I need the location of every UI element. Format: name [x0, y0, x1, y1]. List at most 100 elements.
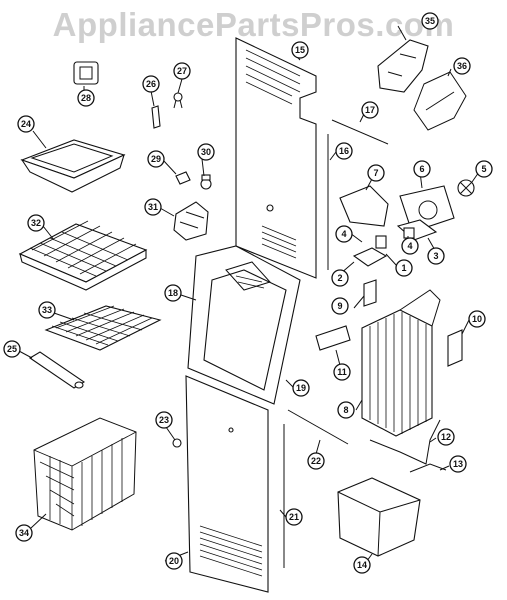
svg-text:3: 3 — [433, 251, 438, 261]
svg-text:11: 11 — [337, 367, 347, 377]
callout-3: 3 — [427, 247, 445, 265]
callout-6: 6 — [413, 160, 431, 178]
part-11-heater — [315, 325, 351, 351]
callout-4b: 4 — [401, 237, 419, 255]
svg-text:32: 32 — [31, 218, 41, 228]
callout-14: 14 — [353, 556, 371, 574]
callout-33: 33 — [38, 301, 56, 319]
part-28-clip — [73, 61, 99, 85]
callout-15: 15 — [291, 41, 309, 59]
svg-text:4: 4 — [341, 229, 346, 239]
callout-12: 12 — [437, 428, 455, 446]
callout-5: 5 — [475, 160, 493, 178]
callout-19: 19 — [292, 379, 310, 397]
part-22-strip — [287, 409, 349, 445]
part-10-bracket — [447, 329, 463, 367]
part-33-wire-shelf — [44, 305, 162, 351]
svg-text:10: 10 — [472, 314, 482, 324]
callout-27: 27 — [173, 62, 191, 80]
svg-text:12: 12 — [441, 432, 451, 442]
part-7-cover — [339, 185, 389, 227]
svg-text:30: 30 — [201, 147, 211, 157]
watermark-text: AppliancePartsPros.com — [52, 6, 455, 43]
part-34-ice-basket — [33, 417, 137, 531]
svg-text:15: 15 — [295, 45, 305, 55]
callout-31: 31 — [144, 198, 162, 216]
callout-1: 1 — [395, 259, 413, 277]
part-27-pin — [173, 92, 183, 109]
callout-16: 16 — [335, 142, 353, 160]
callout-23: 23 — [155, 411, 173, 429]
svg-text:20: 20 — [169, 556, 179, 566]
svg-text:29: 29 — [151, 154, 161, 164]
svg-text:2: 2 — [337, 273, 342, 283]
callout-35: 35 — [421, 12, 439, 30]
part-18-ice-chute-housing — [187, 245, 301, 405]
part-1-clip — [375, 235, 387, 249]
svg-text:7: 7 — [373, 168, 378, 178]
svg-text:17: 17 — [365, 105, 375, 115]
callout-2: 2 — [331, 269, 349, 287]
svg-text:34: 34 — [19, 528, 29, 538]
part-30-bulb — [200, 174, 212, 190]
svg-text:13: 13 — [453, 459, 463, 469]
svg-text:25: 25 — [7, 344, 17, 354]
part-6-fan-shroud — [399, 185, 455, 233]
callout-36: 36 — [453, 57, 471, 75]
svg-text:22: 22 — [311, 456, 321, 466]
part-8-evaporator — [361, 289, 441, 437]
part-31-light-housing — [173, 201, 209, 241]
part-9-bracket — [363, 279, 377, 307]
svg-text:33: 33 — [42, 305, 52, 315]
callout-22: 22 — [307, 452, 325, 470]
callout-26: 26 — [142, 75, 160, 93]
svg-text:36: 36 — [457, 61, 467, 71]
svg-text:16: 16 — [339, 146, 349, 156]
svg-text:8: 8 — [343, 405, 348, 415]
part-32-ice-cube-tray — [18, 220, 148, 291]
svg-text:14: 14 — [357, 560, 367, 570]
part-25-rod — [28, 351, 86, 389]
svg-text:35: 35 — [425, 16, 435, 26]
part-36-wire-harness — [413, 71, 467, 131]
part-12-tube — [369, 419, 441, 465]
callout-24: 24 — [17, 115, 35, 133]
callout-11: 11 — [333, 363, 351, 381]
callout-34: 34 — [15, 524, 33, 542]
callout-28: 28 — [77, 89, 95, 107]
svg-text:21: 21 — [289, 512, 299, 522]
svg-text:6: 6 — [419, 164, 424, 174]
svg-text:19: 19 — [296, 383, 306, 393]
svg-text:31: 31 — [148, 202, 158, 212]
callout-32: 32 — [27, 214, 45, 232]
part-17-strip — [331, 119, 389, 145]
svg-text:27: 27 — [177, 66, 187, 76]
part-2-bracket — [352, 247, 388, 267]
svg-text:9: 9 — [337, 301, 342, 311]
part-23-screw — [172, 438, 182, 448]
svg-text:1: 1 — [401, 263, 406, 273]
svg-text:4: 4 — [407, 241, 412, 251]
callout-29: 29 — [147, 150, 165, 168]
part-24-ice-tray — [20, 139, 126, 193]
callout-18: 18 — [164, 284, 182, 302]
svg-text:18: 18 — [168, 288, 178, 298]
callout-8: 8 — [337, 401, 355, 419]
callout-10: 10 — [468, 310, 486, 328]
svg-text:24: 24 — [21, 119, 31, 129]
part-26-bracket — [151, 105, 161, 129]
part-13-tube — [409, 463, 447, 473]
svg-text:23: 23 — [159, 415, 169, 425]
part-29-connector — [175, 171, 191, 185]
part-35-bracket — [377, 39, 429, 93]
callout-13: 13 — [449, 455, 467, 473]
callout-25: 25 — [3, 340, 21, 358]
part-21-lower-panel — [185, 375, 269, 593]
part-5-fan-blade — [457, 179, 475, 197]
part-4-grommet — [403, 227, 415, 239]
part-15-upper-panel — [235, 37, 317, 279]
callout-4a: 4 — [335, 225, 353, 243]
svg-text:5: 5 — [481, 164, 486, 174]
callout-9: 9 — [331, 297, 349, 315]
